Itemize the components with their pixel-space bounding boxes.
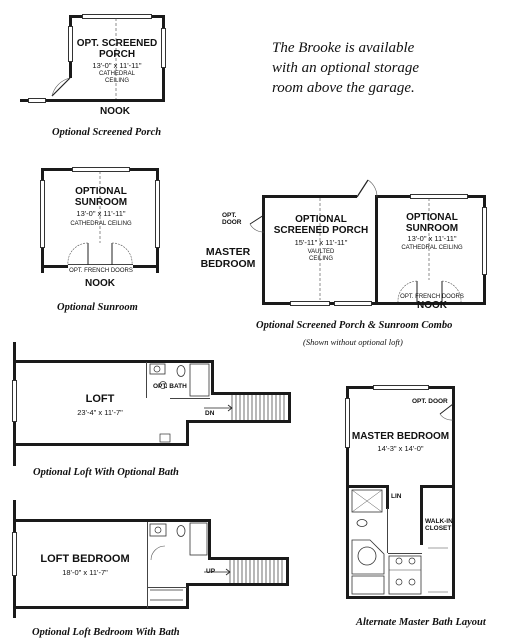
sunroom-label: OPTIONAL SUNROOM	[405, 212, 459, 234]
intro-line-2: with an optional storage	[272, 60, 420, 76]
master-bedroom-label: MASTER BEDROOM	[200, 246, 256, 270]
opt-door-label: OPT. DOOR	[412, 398, 448, 405]
porch-room-label: OPTIONAL SCREENED PORCH	[273, 214, 369, 236]
adjacent-room-label: NOOK	[85, 278, 115, 289]
room-label: OPT. SCREENED PORCH	[76, 38, 158, 60]
french-doors-label: OPT. FRENCH DOORS	[400, 294, 464, 300]
room-dimensions: 13'-0" x 11'-11"	[76, 209, 126, 218]
bath-label: OPT. BATH	[153, 383, 187, 390]
caption: Optional Sunroom	[57, 302, 138, 313]
adjacent-room-label: NOOK	[417, 300, 447, 311]
caption: Optional Screened Porch & Sunroom Combo	[256, 320, 453, 331]
subcaption: (Shown without optional loft)	[303, 337, 403, 347]
adjacent-room-label: NOOK	[100, 106, 130, 117]
caption: Optional Loft Bedroom With Bath	[32, 627, 180, 638]
caption: Optional Screened Porch	[52, 127, 162, 138]
room-label: MASTER BEDROOM	[351, 431, 450, 442]
sunroom-ceiling-note: CATHEDRAL CEILING	[401, 245, 463, 251]
room-label: LOFT BEDROOM	[40, 553, 130, 565]
opt-door-label: OPT. DOOR	[222, 212, 242, 226]
ceiling-note: CATHEDRAL CEILING	[99, 71, 135, 84]
closet-label: WALK-IN CLOSET	[425, 518, 453, 532]
stair-direction: UP	[206, 568, 216, 575]
porch-dimensions: 15'-11" x 11'-11"	[294, 238, 348, 247]
room-dimensions: 13'-0" x 11'-11"	[92, 61, 142, 70]
stair-direction: DN	[205, 410, 215, 417]
room-label: LOFT	[85, 393, 115, 405]
sunroom-dimensions: 13'-0" x 11'-11"	[407, 234, 457, 243]
room-dimensions: 14'-3" x 14'-0"	[377, 444, 424, 453]
linen-label: LIN	[391, 493, 402, 500]
french-doors-label: OPT. FRENCH DOORS	[69, 268, 133, 274]
caption: Optional Loft With Optional Bath	[33, 467, 179, 478]
room-dimensions: 23'-4" x 11'-7"	[77, 408, 123, 417]
intro-text: The Brooke is available with an optional…	[272, 38, 472, 98]
porch-ceiling-note: VAULTED CEILING	[307, 249, 335, 262]
intro-line-1: The Brooke is available	[272, 40, 415, 56]
room-dimensions: 18'-0" x 11'-7"	[62, 568, 108, 577]
room-label: OPTIONAL SUNROOM	[74, 186, 128, 208]
caption: Alternate Master Bath Layout	[356, 617, 486, 628]
ceiling-note: CATHEDRAL CEILING	[70, 221, 132, 227]
intro-line-3: room above the garage.	[272, 80, 415, 96]
